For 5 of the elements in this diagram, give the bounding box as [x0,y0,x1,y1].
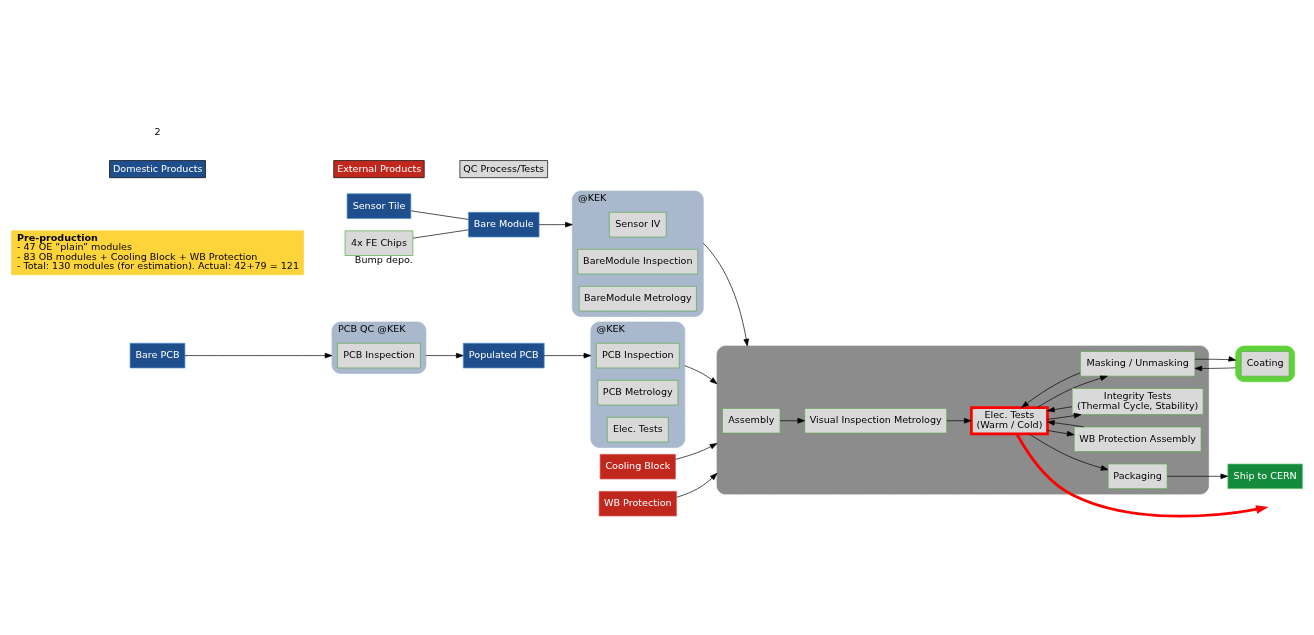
node-label: Bump depo. [354,253,413,265]
label: 2 [154,125,161,137]
legend-label: QC Process/Tests [463,162,544,174]
legend-label: External Products [337,162,422,174]
legend-label: Domestic Products [112,162,203,174]
